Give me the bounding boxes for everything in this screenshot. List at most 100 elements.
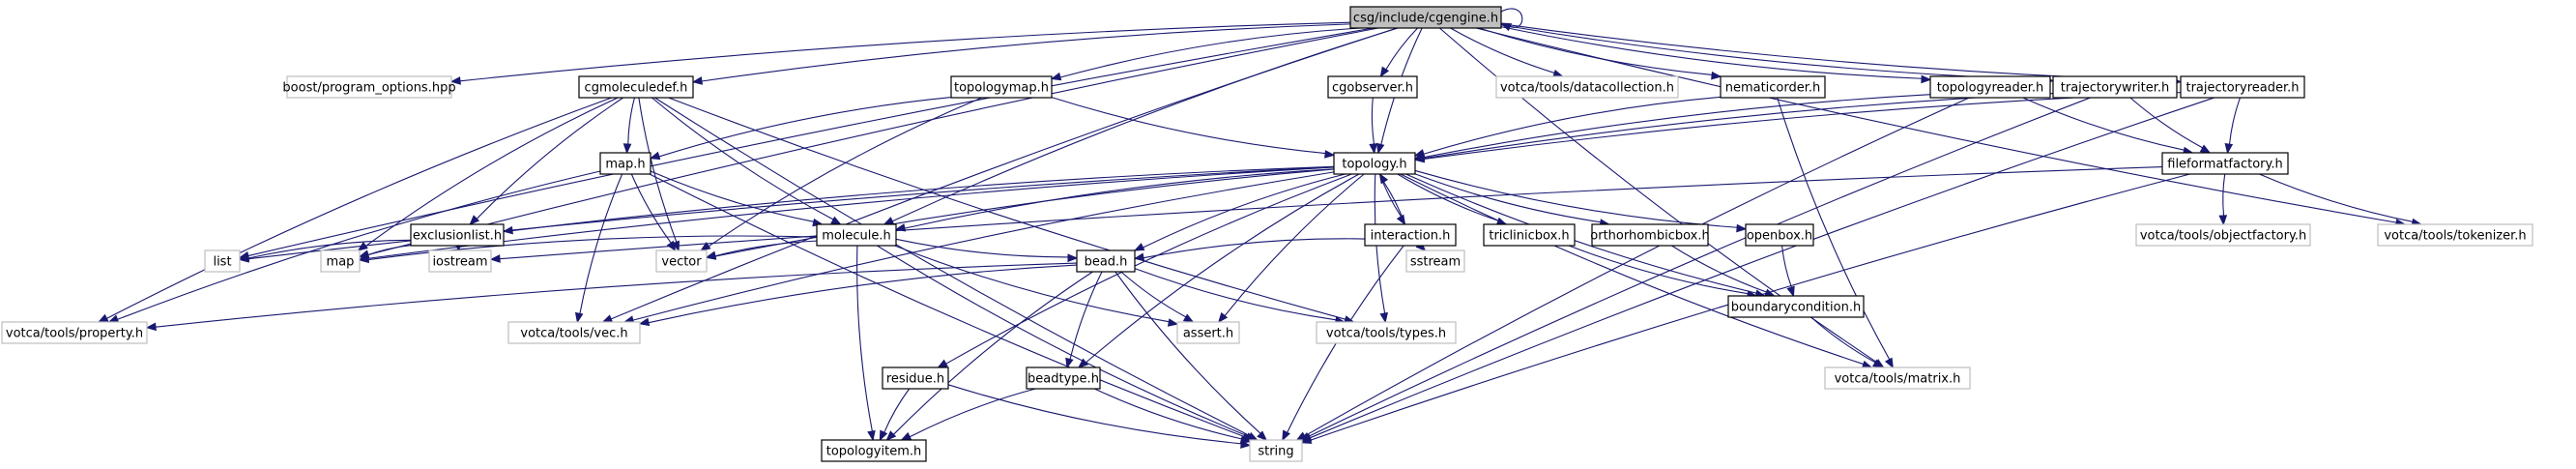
node-box xyxy=(1,321,148,344)
edge-topologymap-to-vector xyxy=(700,97,982,251)
node-vector: vector xyxy=(655,249,708,273)
node-assert: assert.h xyxy=(1176,321,1240,344)
node-label: votca/tools/datacollection.h xyxy=(1500,81,1674,96)
edge-nematicorder-to-topology xyxy=(1413,96,1722,158)
node-topologyreader[interactable]: topologyreader.h xyxy=(1929,75,2051,99)
edge-cgengine-to-boost_po xyxy=(449,21,1351,85)
edge-trajectorywriter-to-fileformatfactory xyxy=(2129,97,2212,154)
node-triclinicbox[interactable]: triclinicbox.h xyxy=(1483,223,1576,247)
node-property: votca/tools/property.h xyxy=(1,321,148,344)
node-label: map xyxy=(327,255,355,270)
node-label: votca/tools/property.h xyxy=(6,327,143,341)
node-topologymap[interactable]: topologymap.h xyxy=(950,75,1053,99)
node-label: trajectoryreader.h xyxy=(2185,81,2299,96)
node-label: assert.h xyxy=(1183,327,1233,341)
edge-cgengine-to-nematicorder xyxy=(1478,27,1722,80)
node-box xyxy=(1745,223,1814,247)
node-cgobserver[interactable]: cgobserver.h xyxy=(1327,75,1418,99)
node-box xyxy=(655,249,708,273)
node-label: residue.h xyxy=(886,372,944,387)
node-box xyxy=(286,75,452,99)
node-boost_po: boost/program_options.hpp xyxy=(282,75,456,99)
edge-cgengine-to-stdmap xyxy=(358,27,1379,259)
node-box xyxy=(1026,366,1101,390)
node-box xyxy=(1364,223,1457,247)
node-box xyxy=(204,249,241,273)
node-label: topologyreader.h xyxy=(1937,81,2044,96)
node-label: bead.h xyxy=(1085,255,1128,270)
edge-topology-to-molecule xyxy=(894,168,1335,232)
edge-beadtype-to-topologyitem xyxy=(900,388,1036,441)
node-map[interactable]: map.h xyxy=(599,152,651,175)
node-box xyxy=(2377,223,2533,247)
node-box xyxy=(1327,75,1418,99)
edge-fileformatfactory-to-tokenizer xyxy=(2259,173,2422,227)
edge-molecule-to-vector xyxy=(705,240,818,260)
node-cgmoleculedef[interactable]: cgmoleculedef.h xyxy=(578,75,694,99)
edge-cgmoleculedef-to-types xyxy=(668,97,1355,324)
node-exclusionlist[interactable]: exclusionlist.h xyxy=(410,223,505,247)
node-label: votca/tools/types.h xyxy=(1326,327,1446,341)
node-box xyxy=(1405,249,1465,273)
node-label: boundarycondition.h xyxy=(1731,301,1861,315)
edge-openbox-to-boundarycondition xyxy=(1780,245,1795,298)
edge-fileformatfactory-to-iostream xyxy=(489,166,2163,263)
node-label: iostream xyxy=(432,255,487,270)
node-label: orthorhombicbox.h xyxy=(1590,229,1709,244)
node-fileformatfactory[interactable]: fileformatfactory.h xyxy=(2161,152,2289,175)
node-box xyxy=(2052,75,2178,99)
node-stdmap: map xyxy=(320,249,361,273)
node-label: votca/tools/matrix.h xyxy=(1835,372,1961,387)
node-topology[interactable]: topology.h xyxy=(1333,152,1416,175)
node-trajectorywriter[interactable]: trajectorywriter.h xyxy=(2052,75,2178,99)
edge-exclusionlist-to-list xyxy=(238,239,412,262)
node-boundarycondition[interactable]: boundarycondition.h xyxy=(1727,295,1865,318)
edge-residue-to-topologyitem xyxy=(879,388,911,442)
node-box xyxy=(821,439,927,462)
edge-beadtype-to-string xyxy=(1094,388,1252,444)
edge-cgengine-to-topologymap xyxy=(1050,27,1361,81)
edge-interaction-to-bead xyxy=(1133,238,1366,261)
node-label: cgmoleculedef.h xyxy=(585,81,688,96)
edge-bead-to-types xyxy=(1134,268,1346,325)
node-label: votca/tools/vec.h xyxy=(520,327,627,341)
edge-topology-to-boundarycondition xyxy=(1405,173,1766,298)
node-list: list xyxy=(204,249,241,273)
node-box xyxy=(1249,439,1303,462)
nodes-layer: csg/include/cgengine.h boost/program_opti… xyxy=(1,6,2533,462)
node-residue[interactable]: residue.h xyxy=(882,366,949,390)
node-interaction[interactable]: interaction.h xyxy=(1364,223,1457,247)
edge-cgengine-to-tokenizer xyxy=(1475,27,2407,227)
node-box xyxy=(1176,321,1240,344)
node-box xyxy=(410,223,505,247)
node-label: votca/tools/tokenizer.h xyxy=(2384,229,2526,244)
edge-cgengine-to-trajectoryreader xyxy=(1500,23,2183,86)
node-box xyxy=(1076,249,1136,273)
node-label: csg/include/cgengine.h xyxy=(1353,12,1498,26)
edge-topologymap-to-topology xyxy=(1051,97,1336,159)
node-nematicorder[interactable]: nematicorder.h xyxy=(1720,75,1826,99)
node-cgengine[interactable]: csg/include/cgengine.h xyxy=(1349,6,1502,29)
node-bead[interactable]: bead.h xyxy=(1076,249,1136,273)
node-openbox[interactable]: openbox.h xyxy=(1745,223,1814,247)
node-trajectoryreader[interactable]: trajectoryreader.h xyxy=(2180,75,2305,99)
edge-topology-to-residue xyxy=(937,173,1352,368)
node-matrix: votca/tools/matrix.h xyxy=(1824,366,1971,390)
edge-cgengine-to-cgengine xyxy=(1499,8,1523,32)
node-label: fileformatfactory.h xyxy=(2167,158,2282,172)
node-label: nematicorder.h xyxy=(1725,81,1821,96)
node-orthorhombicbox[interactable]: orthorhombicbox.h xyxy=(1590,223,1710,247)
node-beadtype[interactable]: beadtype.h xyxy=(1026,366,1101,390)
node-box xyxy=(599,152,651,175)
edge-interaction-to-topology xyxy=(1378,172,1406,225)
edge-cgmoleculedef-to-map xyxy=(622,97,636,155)
edge-topology-to-matrix xyxy=(1400,173,1873,369)
node-box xyxy=(1349,6,1502,29)
node-string: string xyxy=(1249,439,1303,462)
node-topologyitem[interactable]: topologyitem.h xyxy=(821,439,927,462)
node-box xyxy=(578,75,694,99)
node-box xyxy=(1316,321,1457,344)
node-molecule[interactable]: molecule.h xyxy=(816,223,897,247)
node-label: molecule.h xyxy=(822,229,891,244)
